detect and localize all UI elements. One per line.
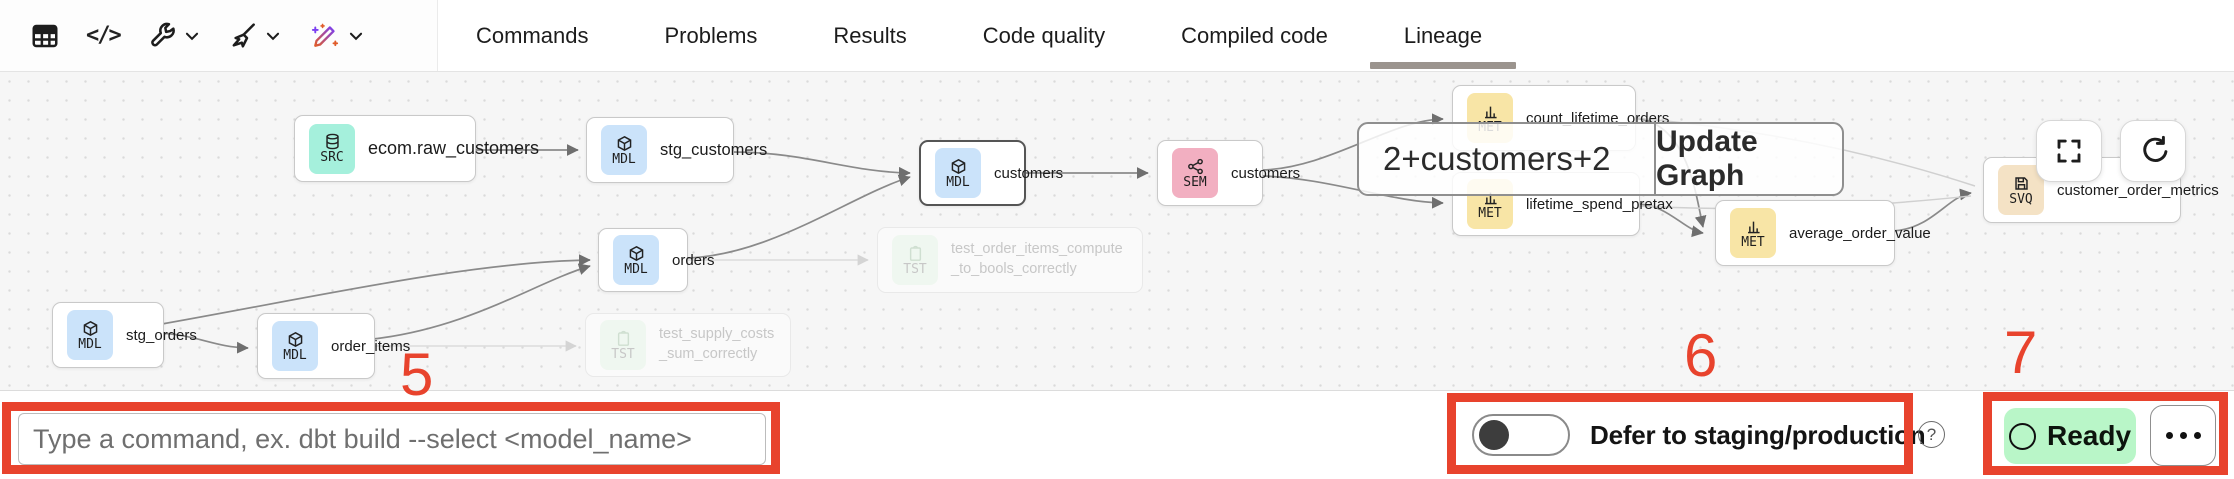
defer-toggle[interactable]: [1472, 414, 1570, 456]
tab-compiled-code[interactable]: Compiled code: [1181, 22, 1328, 48]
bar-chart-icon: [1484, 106, 1497, 118]
command-input[interactable]: [18, 413, 766, 465]
ai-pencil-icon: [308, 19, 342, 53]
node-customers-semantic[interactable]: SEM customers: [1157, 140, 1300, 206]
node-order-items[interactable]: MDL order_items: [257, 313, 410, 379]
dot-icon: [2165, 432, 2173, 439]
panel-tabs: Commands Problems Results Code quality C…: [470, 0, 1517, 71]
node-stg-orders[interactable]: MDL stg_orders: [52, 302, 197, 368]
test-badge: TST: [892, 235, 938, 285]
table-icon: [30, 21, 60, 51]
node-customers-model[interactable]: MDL customers: [919, 140, 1063, 206]
node-test-order-items[interactable]: TST test_order_items_compute_to_bools_co…: [877, 227, 1143, 293]
ellipsis-menu-button[interactable]: [2150, 405, 2216, 466]
status-label: Ready: [2046, 420, 2132, 451]
build-tools-button[interactable]: [140, 14, 207, 58]
help-icon[interactable]: ?: [1918, 421, 1945, 448]
cube-icon: [629, 245, 643, 261]
command-bar: Defer to staging/production ? Ready: [0, 390, 2234, 478]
model-badge: MDL: [601, 125, 647, 175]
semantic-badge: SEM: [1172, 148, 1218, 198]
clipboard-icon: [617, 330, 629, 346]
floppy-disk-icon: [2014, 176, 2028, 190]
fullscreen-button[interactable]: [2036, 120, 2102, 182]
node-orders[interactable]: MDL orders: [598, 228, 715, 292]
lineage-graph-canvas[interactable]: SRC ecom.raw_customers MDL stg_customers…: [0, 72, 2234, 390]
wrench-icon: [146, 20, 178, 52]
fullscreen-icon: [2057, 139, 2081, 163]
tab-results[interactable]: Results: [833, 22, 907, 48]
node-ecom-raw-customers[interactable]: SRC ecom.raw_customers: [294, 115, 539, 182]
dot-icon: [2179, 432, 2187, 439]
model-badge: MDL: [67, 310, 113, 360]
cube-icon: [951, 158, 965, 174]
table-view-button[interactable]: [24, 15, 66, 57]
toggle-knob: [1479, 420, 1509, 450]
tab-commands[interactable]: Commands: [476, 22, 589, 48]
chevron-down-icon: [264, 27, 282, 45]
database-icon: [325, 133, 339, 150]
clipboard-icon: [909, 245, 921, 261]
test-badge: TST: [600, 320, 646, 370]
editor-toolbar: </>: [0, 0, 438, 71]
status-ready-button[interactable]: Ready: [2004, 408, 2136, 464]
defer-group: Defer to staging/production: [1472, 391, 1926, 479]
node-test-supply-costs[interactable]: TST test_supply_costs_sum_correctly: [585, 313, 791, 377]
node-stg-customers[interactable]: MDL stg_customers: [586, 117, 767, 183]
code-icon: </>: [86, 23, 122, 48]
chevron-down-icon: [347, 27, 365, 45]
graph-select-overlay: 2+customers+2 Update Graph: [1357, 122, 1844, 196]
bar-chart-icon: [1747, 221, 1760, 233]
model-badge: MDL: [613, 235, 659, 285]
update-graph-button[interactable]: Update Graph: [1654, 124, 1842, 194]
tab-lineage[interactable]: Lineage: [1369, 0, 1517, 71]
refresh-icon: [2143, 135, 2168, 162]
model-badge: MDL: [935, 148, 981, 198]
broom-icon: [227, 20, 259, 52]
cube-icon: [288, 331, 302, 347]
top-bar: </>: [0, 0, 2234, 72]
dot-icon: [2193, 432, 2201, 439]
tab-code-quality[interactable]: Code quality: [982, 22, 1106, 48]
ai-assist-button[interactable]: [302, 13, 371, 59]
graph-select-input[interactable]: 2+customers+2: [1383, 140, 1611, 177]
saved-query-badge: SVQ: [1998, 165, 2044, 215]
model-badge: MDL: [272, 321, 318, 371]
chevron-down-icon: [183, 27, 201, 45]
tab-problems[interactable]: Problems: [664, 22, 758, 48]
source-badge: SRC: [309, 123, 355, 174]
share-network-icon: [1187, 158, 1203, 174]
node-average-order-value[interactable]: MET average_order_value: [1715, 200, 1931, 266]
code-view-button[interactable]: </>: [80, 17, 126, 54]
defer-label: Defer to staging/production: [1590, 419, 1926, 450]
cube-icon: [83, 320, 97, 336]
metric-badge: MET: [1730, 208, 1776, 258]
refresh-button[interactable]: [2120, 120, 2186, 182]
format-button[interactable]: [221, 14, 288, 58]
status-circle-icon: [2008, 422, 2036, 450]
cube-icon: [617, 135, 631, 151]
